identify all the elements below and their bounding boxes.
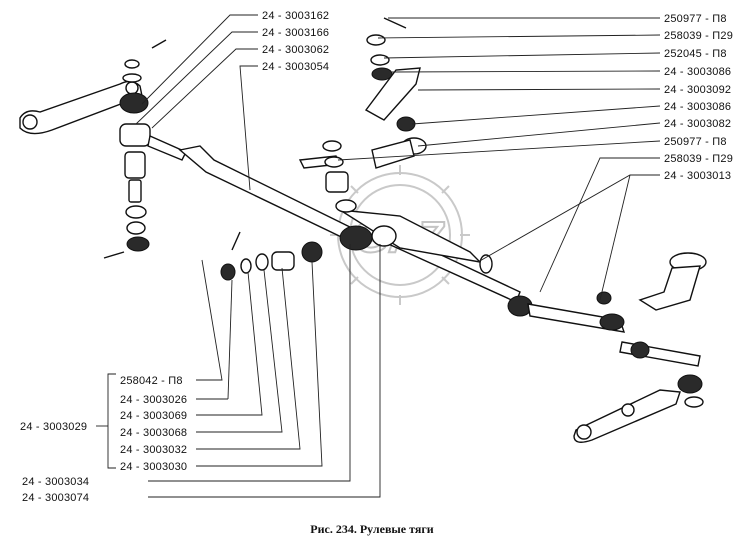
part-label-3003032: 24 - 3003032 xyxy=(120,444,187,456)
leaders-top-left xyxy=(135,14,258,191)
part-label-3003162: 24 - 3003162 xyxy=(262,10,329,22)
part-label-3003030: 24 - 3003030 xyxy=(120,461,187,473)
part-label-3003013: 24 - 3003013 xyxy=(664,170,731,182)
labels-top-left: 24 - 3003162 24 - 3003166 24 - 3003062 2… xyxy=(262,10,329,73)
part-label-3003086-a: 24 - 3003086 xyxy=(664,66,731,78)
idler-arm-center xyxy=(322,17,427,213)
part-label-258039-b: 258039 - П29 xyxy=(664,153,733,165)
part-label-3003054: 24 - 3003054 xyxy=(262,61,329,73)
part-label-3003026: 24 - 3003026 xyxy=(120,394,187,406)
part-label-3003034: 24 - 3003034 xyxy=(22,476,89,488)
part-label-252045: 252045 - П8 xyxy=(664,48,727,60)
left-ball-joint-stack xyxy=(119,39,187,252)
part-label-3003086-b: 24 - 3003086 xyxy=(664,101,731,113)
leaders-right xyxy=(337,17,661,301)
labels-bottom-group: 258042 - П8 24 - 3003026 24 - 3003069 24… xyxy=(20,375,187,504)
part-label-3003166: 24 - 3003166 xyxy=(262,27,329,39)
part-label-3003062: 24 - 3003062 xyxy=(262,44,329,56)
labels-right: 250977 - П8 258039 - П29 252045 - П8 24 … xyxy=(664,13,733,182)
part-label-258039-a: 258039 - П29 xyxy=(664,30,733,42)
part-label-3003074: 24 - 3003074 xyxy=(22,492,89,504)
part-label-3003082: 24 - 3003082 xyxy=(664,118,731,130)
part-label-258042: 258042 - П8 xyxy=(120,375,183,387)
part-label-3003068: 24 - 3003068 xyxy=(120,427,187,439)
adjuster-parts-row xyxy=(103,231,323,281)
part-label-3003069: 24 - 3003069 xyxy=(120,410,187,422)
part-label-250977-a: 250977 - П8 xyxy=(664,13,727,25)
assembly-label-3003029: 24 - 3003029 xyxy=(20,421,87,433)
figure-caption: Рис. 234. Рулевые тяги xyxy=(310,522,434,536)
left-pitman-arm xyxy=(19,73,143,135)
part-label-250977-b: 250977 - П8 xyxy=(664,136,727,148)
right-steering-arm xyxy=(573,252,707,443)
tie-rod-assembly xyxy=(178,145,626,333)
leaders-bottom xyxy=(96,244,381,498)
part-label-3003092: 24 - 3003092 xyxy=(664,84,731,96)
